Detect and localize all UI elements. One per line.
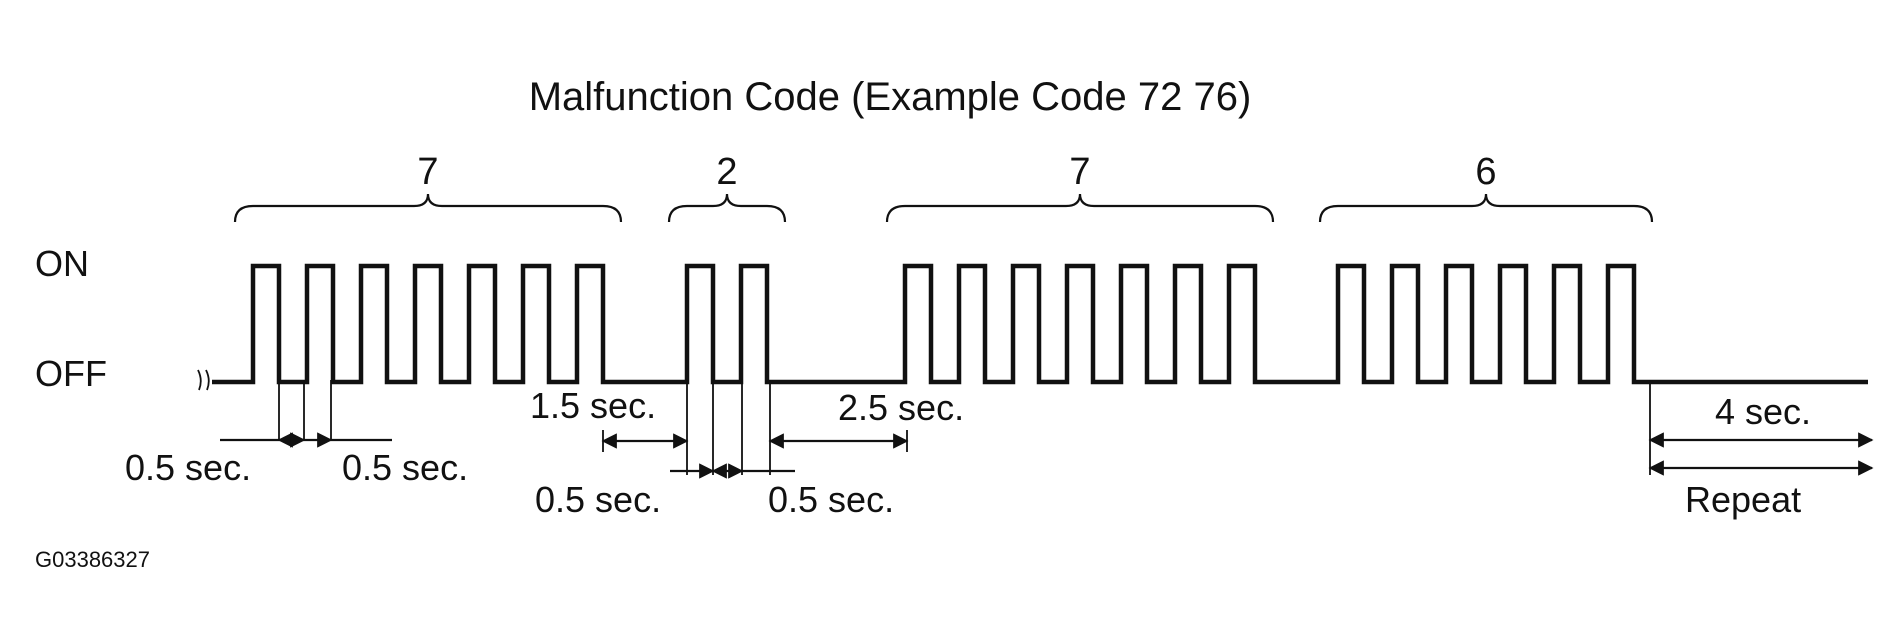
code-gap-label: 2.5 sec. [838, 387, 964, 428]
digit-label: 2 [716, 151, 737, 193]
pulse-off-label-1: 0.5 sec. [342, 447, 468, 488]
timing-guides [278, 380, 1651, 475]
diagram-title: Malfunction Code (Example Code 72 76) [529, 75, 1252, 119]
pulse-on-label-2: 0.5 sec. [535, 479, 661, 520]
pulse-on-label-1: 0.5 sec. [125, 447, 251, 488]
digit-brace [885, 193, 1275, 223]
dimension-arrows [220, 430, 1874, 479]
digit-brace [667, 193, 787, 223]
pulse-off-label-2: 0.5 sec. [768, 479, 894, 520]
digit-gap-label: 1.5 sec. [530, 385, 656, 426]
figure-id: G03386327 [35, 547, 150, 572]
digit-brace [1318, 193, 1654, 223]
on-level-label: ON [35, 243, 89, 284]
digit-label: 7 [417, 151, 438, 193]
digit-braces: 7 2 7 6 [233, 151, 1654, 223]
off-level-label: OFF [35, 353, 107, 394]
repeat-label: Repeat [1685, 479, 1801, 520]
repeat-gap-label: 4 sec. [1715, 391, 1811, 432]
digit-brace [233, 193, 623, 223]
digit-label: 6 [1475, 151, 1496, 193]
signal-waveform [212, 263, 1868, 385]
break-mark [197, 369, 210, 391]
digit-label: 7 [1069, 151, 1090, 193]
